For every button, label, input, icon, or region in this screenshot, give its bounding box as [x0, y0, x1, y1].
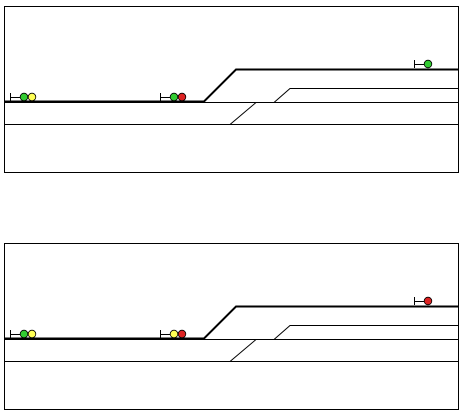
intermediate-signal: [160, 329, 187, 339]
crossover-lower: [229, 102, 257, 125]
siding-track: [273, 325, 458, 340]
signal-lamp-green: [169, 92, 179, 102]
active-route: [4, 68, 458, 103]
signal-lamp-red: [177, 92, 187, 102]
signal-lamp-green: [19, 329, 29, 339]
exit-signal: [414, 59, 433, 69]
siding-track: [273, 88, 458, 103]
signal-lamp-yellow: [169, 329, 179, 339]
exit-signal: [414, 296, 433, 306]
panel-2: [4, 243, 459, 410]
entry-signal: [10, 329, 37, 339]
panel-frame: [4, 6, 459, 173]
intermediate-signal: [160, 92, 187, 102]
panel-frame: [4, 243, 459, 410]
signal-lamp-green: [19, 92, 29, 102]
signal-lamp-yellow: [27, 329, 37, 339]
signal-lamp-red: [423, 296, 433, 306]
signal-lamp-red: [177, 329, 187, 339]
signal-lamp-yellow: [27, 92, 37, 102]
panels-root: [4, 6, 459, 410]
crossover-lower: [229, 339, 257, 362]
panel-1: [4, 6, 459, 173]
entry-signal: [10, 92, 37, 102]
signal-lamp-green: [423, 59, 433, 69]
active-route: [4, 305, 458, 340]
